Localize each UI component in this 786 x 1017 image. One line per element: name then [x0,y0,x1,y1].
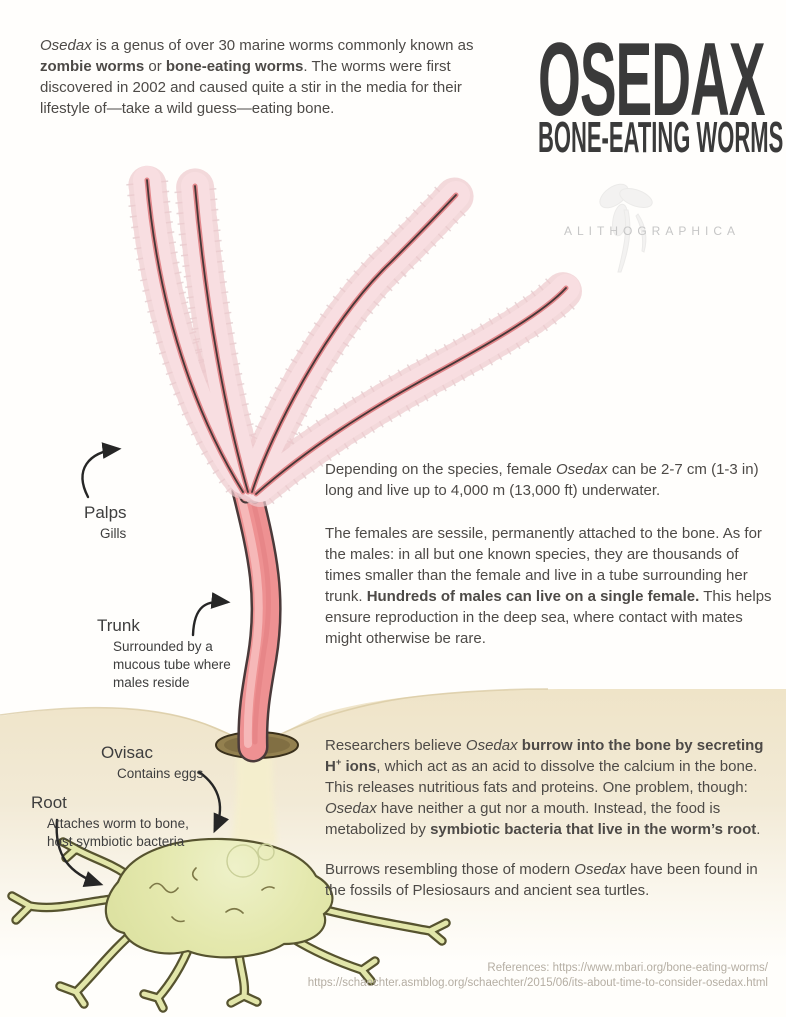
reference-line-1: References: https://www.mbari.org/bone-e… [487,962,768,974]
palps-illustration [126,161,585,507]
body-paragraph-fossils: Burrows resembling those of modern Oseda… [325,861,758,899]
body-paragraph-burrowing: Researchers believe Osedax burrow into t… [325,737,764,838]
alithographica-insect-logo [599,183,653,273]
trunk-sublabel: Surrounded by a mucous tube where males … [113,639,231,690]
references: References: https://www.mbari.org/bone-e… [308,961,768,991]
palps-arrow [81,442,122,499]
root-arrow [55,818,104,888]
label-trunk: Trunk Surrounded by a mucous tube where … [97,616,245,692]
trunk-arrow [191,592,231,637]
label-ovisac: Ovisac Contains eggs [101,743,203,783]
root-label: Root [31,793,67,812]
palps-label: Palps [84,503,127,522]
intro-paragraph: Osedax is a genus of over 30 marine worm… [40,37,474,117]
page-subtitle: BONE-EATING WORMS [538,113,784,162]
trunk-label: Trunk [97,616,140,635]
pointer-arrows [55,442,231,888]
label-palps: Palps Gills [84,503,127,543]
root-tendrils [7,837,451,1013]
ovisac-arrow [197,770,230,834]
ovisac-sublabel: Contains eggs [117,766,204,781]
trunk-illustration [231,475,282,763]
root-illustration [104,837,334,959]
body-paragraph-size: Depending on the species, female Osedax … [325,461,759,499]
page-title: OSEDAX [538,22,765,138]
ovisac-bulge-outline [226,844,260,878]
ovisac-label: Ovisac [101,743,153,762]
body-paragraph-males: The females are sessile, permanently att… [325,525,772,647]
palps-sublabel: Gills [100,526,127,541]
label-root: Root Attaches worm to bone, host symbiot… [31,793,215,851]
reference-line-2: https://schaechter.asmblog.org/schaechte… [307,977,768,989]
root-sublabel: Attaches worm to bone, host symbiotic ba… [47,816,189,849]
symbiotic-bacteria-squiggles [149,867,275,923]
brand-watermark: ALITHOGRAPHICA [563,224,741,238]
buried-ovisac-tube [231,752,277,845]
